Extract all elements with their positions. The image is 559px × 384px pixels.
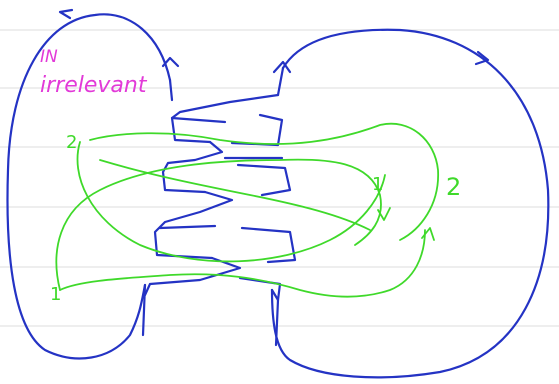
blue-strand-top-left: [168, 78, 174, 102]
green-loop-left: [76, 141, 386, 263]
annotation-line1: IN: [40, 47, 58, 67]
green-loop-upper: [89, 122, 439, 241]
green-arrow-2: [421, 227, 435, 241]
blue-arrow-up-left: [161, 56, 180, 68]
label-right-component: 2: [446, 173, 461, 201]
green-loop-mid: [99, 159, 371, 231]
blue-strand-top-right: [276, 66, 285, 97]
green-loop-bottom: [59, 229, 426, 298]
annotation-line2: irrelevant: [40, 73, 148, 98]
green-arrow-1: [377, 207, 391, 221]
blue-braid: [141, 93, 297, 347]
blue-left-outer-arc: [6, 13, 172, 360]
green-loops: [55, 122, 439, 298]
green-loop-lower: [55, 158, 382, 291]
label-inner-right: 1: [372, 174, 383, 195]
blue-arrow-up-right: [272, 60, 292, 74]
blue-right-outer-arc: [270, 28, 550, 379]
label-inner-left: 2: [66, 132, 77, 153]
blue-arrowhead-top-left: [58, 8, 74, 20]
label-left-component: 1: [50, 284, 61, 305]
blue-arrowhead-top-right: [474, 50, 490, 66]
